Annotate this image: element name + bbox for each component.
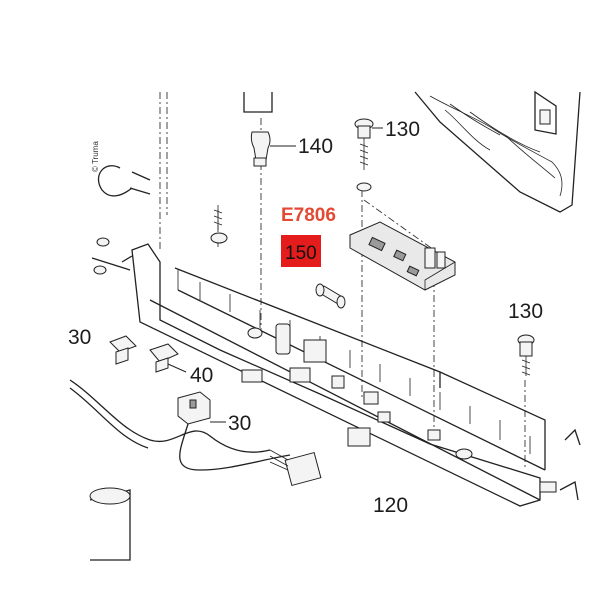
screw-icon bbox=[210, 205, 228, 244]
fuse-icon bbox=[315, 283, 346, 309]
label-30-left: 30 bbox=[68, 326, 91, 349]
knob-part bbox=[89, 487, 131, 561]
screw-icon bbox=[517, 334, 535, 376]
control-board-housing bbox=[91, 237, 546, 507]
part-code-e7806: E7806 bbox=[281, 205, 336, 226]
copyright-text: © Truma bbox=[91, 141, 100, 172]
part-number-150: 150 bbox=[285, 243, 317, 264]
label-120: 120 bbox=[373, 494, 408, 517]
label-140: 140 bbox=[298, 135, 333, 158]
label-130-top: 130 bbox=[385, 118, 420, 141]
board-components bbox=[241, 323, 473, 460]
cover-panel bbox=[414, 90, 581, 213]
edge-fasteners bbox=[539, 428, 581, 501]
part-number-badge bbox=[281, 235, 321, 267]
label-30-mid: 30 bbox=[228, 412, 251, 435]
bulb-icon bbox=[243, 92, 273, 167]
label-130-right: 130 bbox=[508, 300, 543, 323]
wire-harness bbox=[69, 165, 322, 487]
connector-icon bbox=[109, 335, 179, 373]
label-40: 40 bbox=[190, 364, 213, 387]
screw-icon bbox=[354, 118, 374, 192]
connector-icon bbox=[177, 391, 211, 425]
pcb-icon bbox=[349, 221, 456, 291]
